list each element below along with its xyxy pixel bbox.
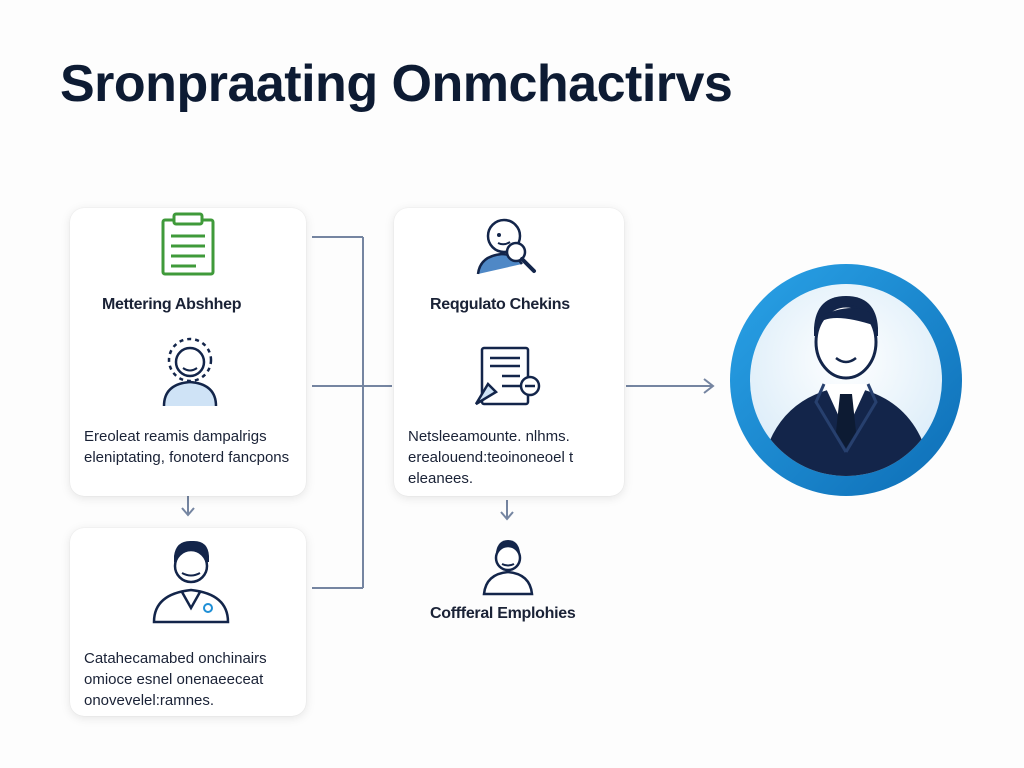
arrowhead-down-left <box>181 507 195 517</box>
arrowhead-down-middle <box>500 511 514 521</box>
target-avatar <box>728 262 964 498</box>
mentoring-card: Mettering Abshhep Ereoleat reamis dampal… <box>70 208 306 496</box>
regular-checkins-label: Reqgulato Chekins <box>430 296 570 313</box>
document-check-icon <box>472 344 546 415</box>
doctor-description: Catahecamabed onchinairs omioce esnel on… <box>84 650 267 709</box>
professional-person-icon <box>146 536 236 631</box>
person-thinking-icon <box>158 336 222 413</box>
doctor-card: Catahecamabed onchinairs omioce esnel on… <box>70 528 306 716</box>
person-search-icon <box>472 214 544 281</box>
clipboard-icon <box>160 210 216 283</box>
confidential-employees-label: Coffferal Emplohies <box>430 605 576 622</box>
businessman-avatar-icon <box>730 264 962 496</box>
employee-icon <box>480 536 536 601</box>
arrowhead-target <box>703 378 715 394</box>
page-title: Sronpraating Onmchactirvs <box>60 55 733 113</box>
regular-checkins-card: Reqgulato Chekins Netsleeamounte. nlhms.… <box>394 208 624 496</box>
mentor-person-description: Ereoleat reamis dampalrigs eleniptating,… <box>84 428 290 466</box>
document-description: Netsleeamounte. nlhms. erealouend:teoino… <box>408 428 574 487</box>
mentoring-label: Mettering Abshhep <box>102 296 242 313</box>
